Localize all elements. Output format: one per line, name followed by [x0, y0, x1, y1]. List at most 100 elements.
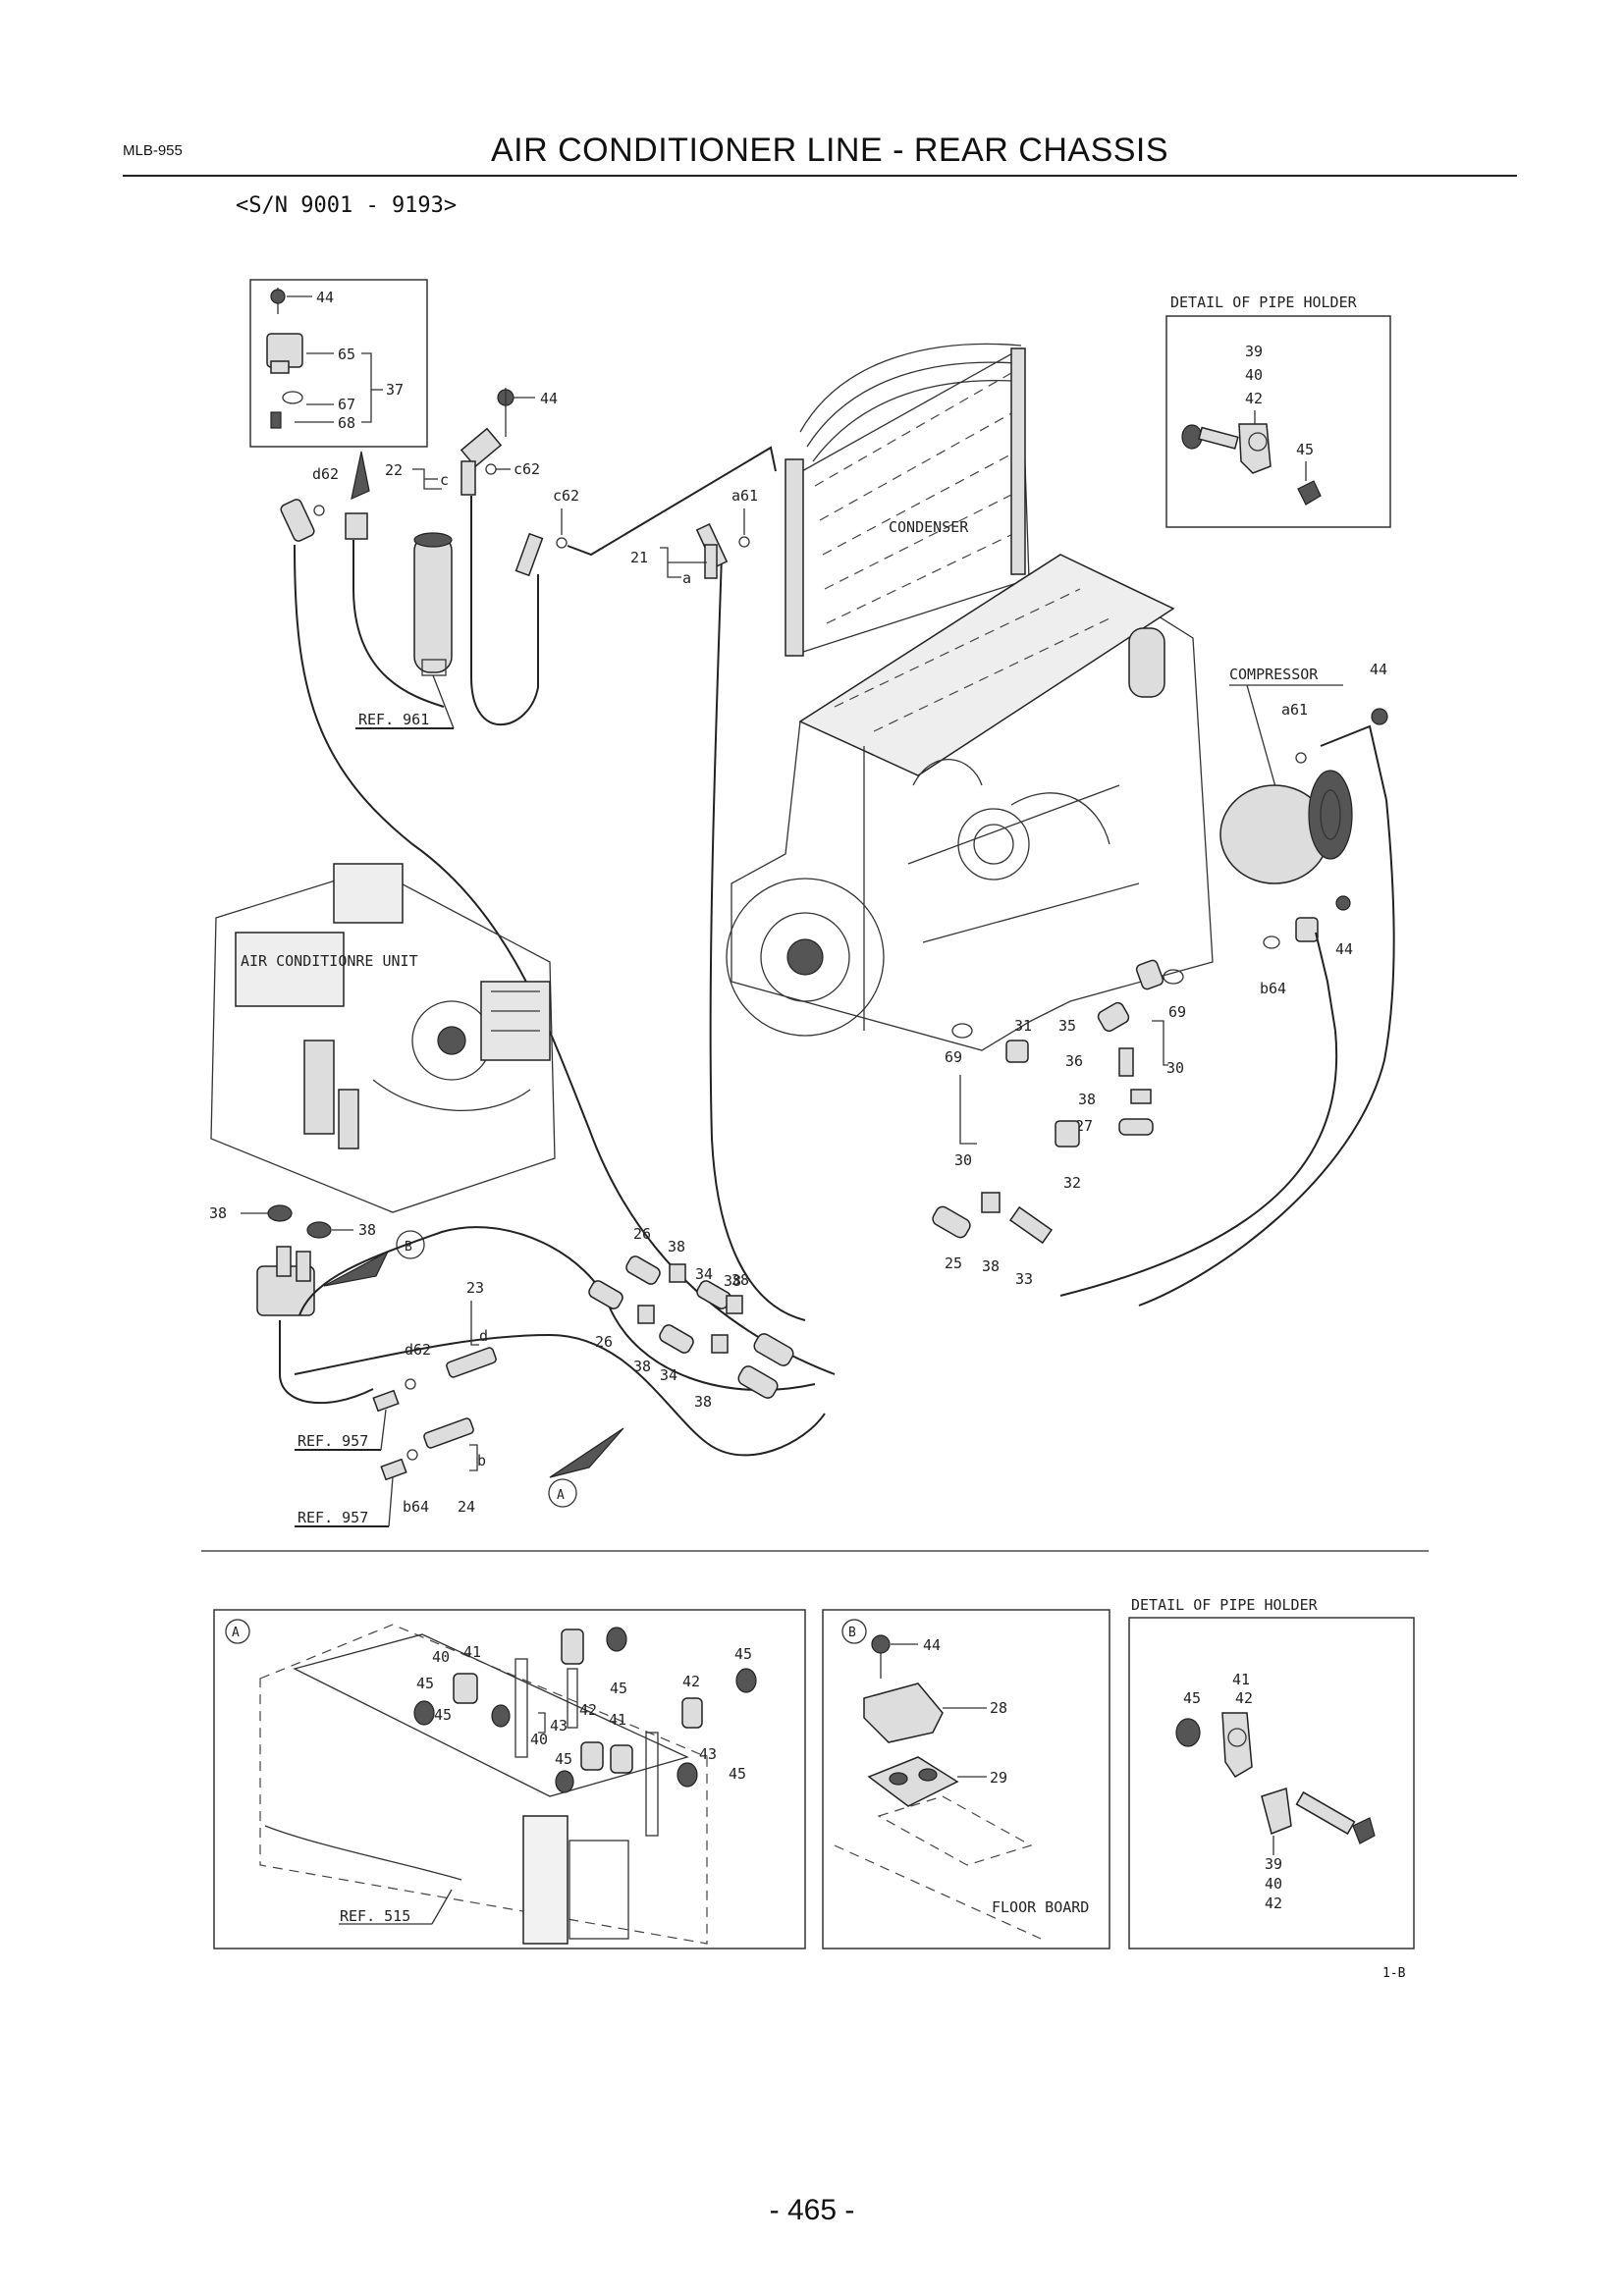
part-number: b	[477, 1452, 486, 1469]
part-number: 45	[734, 1645, 752, 1663]
part-number: 44	[923, 1636, 941, 1654]
part-number: 39	[1245, 343, 1263, 360]
part-number: 36	[1065, 1052, 1083, 1070]
section-divider	[201, 1550, 1429, 1552]
part-number: 68	[338, 414, 355, 432]
part-number: 42	[682, 1673, 700, 1690]
part-number: 40	[530, 1731, 548, 1748]
page-title: AIR CONDITIONER LINE - REAR CHASSIS	[491, 132, 1169, 169]
lower-hose-ends: 23 d d62 REF. 957 b REF. 957 b64 24 A	[295, 1279, 624, 1527]
detail-view-b: B 44 28 29 FLOOR BOARD	[822, 1609, 1110, 1949]
part-number: 43	[550, 1717, 568, 1735]
pointer-arrow	[351, 451, 370, 501]
view-marker: B	[405, 1240, 412, 1255]
part-number: 40	[1265, 1875, 1282, 1893]
detail-label: DETAIL OF PIPE HOLDER	[1131, 1596, 1319, 1614]
part-number: 44	[1370, 661, 1387, 678]
view-marker: A	[232, 1626, 240, 1640]
part-number: 65	[338, 346, 355, 363]
engine	[726, 554, 1214, 1051]
document-code: MLB-955	[123, 142, 183, 159]
part-number: d	[479, 1327, 488, 1345]
part-number: 40	[1245, 366, 1263, 384]
compressor: COMPRESSOR 44 a61 44 b64	[1059, 661, 1395, 1307]
ref-label: REF. 515	[340, 1907, 410, 1925]
condenser: CONDENSER a61 21 a	[630, 343, 1030, 657]
part-number: b64	[403, 1498, 429, 1516]
part-number: 23	[466, 1279, 484, 1297]
part-number: d62	[312, 465, 339, 483]
pipe-holder-detail-top: DETAIL OF PIPE HOLDER 39 40 42 45	[1165, 294, 1391, 528]
part-number: 45	[434, 1706, 452, 1724]
part-number: 22	[385, 461, 403, 479]
part-number: 45	[1296, 441, 1314, 458]
fittings-cluster: 35 69 36 30 38 27 31 69 30 32 25 38 33	[932, 959, 1186, 1288]
part-number: 38	[694, 1393, 712, 1411]
part-number: 44	[316, 289, 334, 306]
receiver-drier: REF. 961	[355, 532, 455, 729]
detail-view-a: A REF. 515 40 41 45 45 45 42 43 42 45 40…	[213, 1609, 806, 1949]
part-number: 38	[1078, 1091, 1096, 1108]
serial-range: <S/N 9001 - 9193>	[236, 193, 458, 218]
ac-connector: 38 38 B	[209, 1204, 826, 1457]
part-number: 26	[595, 1333, 613, 1351]
view-marker: A	[557, 1488, 565, 1503]
part-number: 45	[729, 1765, 746, 1783]
part-number: 37	[386, 381, 404, 399]
part-number: 34	[695, 1265, 713, 1283]
figure-code: 1-B	[1382, 1966, 1406, 1981]
part-number: b64	[1260, 980, 1286, 997]
part-number: 33	[1015, 1270, 1033, 1288]
part-number: 42	[1265, 1895, 1282, 1912]
part-number: 41	[463, 1643, 481, 1661]
part-number: a	[682, 569, 691, 587]
part-number: 38	[724, 1272, 741, 1290]
fitting-inset: 44 65 67 68 37	[249, 279, 428, 501]
part-number: 25	[945, 1255, 962, 1272]
part-number: 42	[1235, 1689, 1253, 1707]
part-number: 26	[633, 1225, 651, 1243]
part-number: 31	[1014, 1017, 1032, 1035]
part-number: c62	[514, 460, 540, 478]
component-label: CONDENSER	[889, 518, 969, 536]
part-number: 30	[1166, 1059, 1184, 1077]
pipe-holder-detail-bottom: DETAIL OF PIPE HOLDER 41 45 42 39 40 42	[1128, 1596, 1415, 1949]
part-number: 21	[630, 549, 648, 566]
part-number: 38	[731, 1271, 749, 1289]
part-number: 24	[458, 1498, 475, 1516]
part-number: 32	[1063, 1174, 1081, 1192]
part-number: 41	[609, 1711, 626, 1729]
part-number: d62	[405, 1341, 431, 1359]
ref-label: REF. 957	[298, 1509, 368, 1526]
part-number: 38	[358, 1221, 376, 1239]
title-rule	[123, 175, 1517, 177]
view-marker: B	[848, 1626, 856, 1640]
part-number: 69	[1168, 1003, 1186, 1021]
part-number: 42	[1245, 390, 1263, 407]
component-label: COMPRESSOR	[1229, 666, 1319, 683]
part-number: c62	[553, 487, 579, 505]
part-number: c	[440, 471, 449, 489]
part-number: 30	[954, 1151, 972, 1169]
part-number: 45	[1183, 1689, 1201, 1707]
part-number: a61	[1281, 701, 1308, 719]
part-number: 45	[555, 1750, 572, 1768]
part-number: 38	[209, 1204, 227, 1222]
part-number: 35	[1058, 1017, 1076, 1035]
part-number: 67	[338, 396, 355, 413]
part-number: 45	[416, 1675, 434, 1692]
part-number: 38	[633, 1358, 651, 1375]
part-number: 29	[990, 1769, 1007, 1787]
component-label: FLOOR BOARD	[992, 1898, 1089, 1916]
ref-label: REF. 957	[298, 1432, 368, 1450]
component-label: AIR CONDITIONRE UNIT	[241, 952, 418, 970]
part-number: 34	[660, 1366, 677, 1384]
part-number: a61	[731, 487, 758, 505]
part-number: 39	[1265, 1855, 1282, 1873]
ref-label: REF. 961	[358, 711, 429, 728]
part-number: 45	[610, 1680, 627, 1697]
detail-label: DETAIL OF PIPE HOLDER	[1170, 294, 1358, 311]
part-number: 42	[579, 1701, 597, 1719]
part-number: 40	[432, 1648, 450, 1666]
